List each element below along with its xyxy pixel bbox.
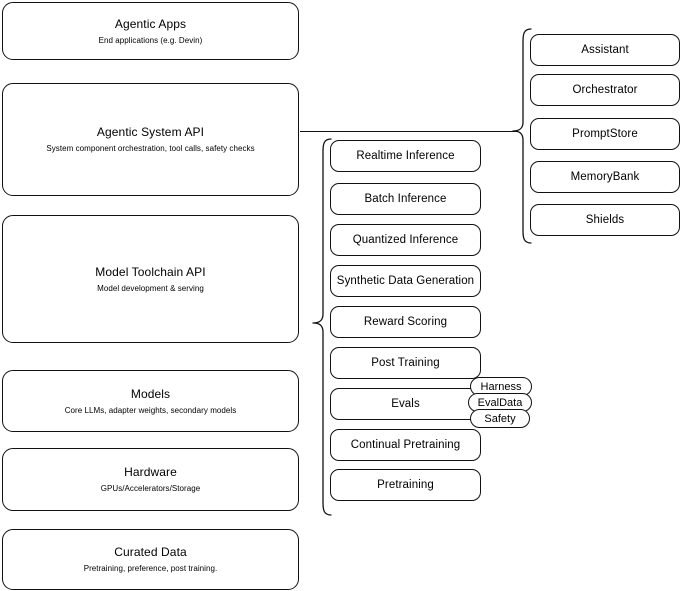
layer-curated-data: Curated Data Pretraining, preference, po… bbox=[2, 529, 299, 590]
component-memorybank[interactable]: MemoryBank bbox=[530, 161, 680, 193]
layer-hardware: Hardware GPUs/Accelerators/Storage bbox=[2, 448, 299, 511]
layer-agentic-system-api: Agentic System API System component orch… bbox=[2, 83, 299, 196]
component-label: Orchestrator bbox=[572, 84, 638, 96]
component-shields[interactable]: Shields bbox=[530, 204, 680, 236]
capability-realtime-inference[interactable]: Realtime Inference bbox=[330, 140, 481, 172]
capability-label: Evals bbox=[391, 398, 420, 410]
brace-system-components bbox=[512, 28, 532, 244]
capability-post-training[interactable]: Post Training bbox=[330, 347, 481, 379]
layer-subtitle: End applications (e.g. Devin) bbox=[98, 35, 203, 45]
component-orchestrator[interactable]: Orchestrator bbox=[530, 74, 680, 106]
layer-model-toolchain-api: Model Toolchain API Model development & … bbox=[2, 215, 299, 343]
eval-badge-evaldata[interactable]: EvalData bbox=[468, 393, 532, 412]
brace-toolchain-capabilities bbox=[312, 138, 332, 516]
capability-batch-inference[interactable]: Batch Inference bbox=[330, 183, 481, 215]
layer-agentic-apps: Agentic Apps End applications (e.g. Devi… bbox=[2, 2, 299, 60]
capability-label: Synthetic Data Generation bbox=[336, 275, 475, 287]
layer-subtitle: System component orchestration, tool cal… bbox=[46, 144, 255, 153]
layer-title: Agentic System API bbox=[96, 125, 205, 139]
capability-label: Reward Scoring bbox=[363, 316, 448, 328]
eval-badge-safety[interactable]: Safety bbox=[470, 409, 530, 428]
capability-synthetic-data-generation[interactable]: Synthetic Data Generation bbox=[330, 265, 481, 297]
eval-badge-label: EvalData bbox=[477, 396, 523, 409]
component-promptstore[interactable]: PromptStore bbox=[530, 118, 680, 150]
connector-line-system-api-to-components bbox=[300, 131, 518, 133]
capability-continual-pretraining[interactable]: Continual Pretraining bbox=[330, 429, 481, 461]
capability-label: Quantized Inference bbox=[352, 234, 459, 246]
layer-title: Agentic Apps bbox=[114, 16, 187, 31]
component-label: PromptStore bbox=[572, 128, 638, 140]
layer-models: Models Core LLMs, adapter weights, secon… bbox=[2, 370, 299, 432]
layer-title: Model Toolchain API bbox=[95, 264, 206, 279]
capability-evals[interactable]: Evals bbox=[330, 388, 481, 420]
capability-label: Pretraining bbox=[377, 479, 434, 491]
eval-badge-label: Safety bbox=[484, 412, 516, 425]
capability-label: Post Training bbox=[371, 357, 440, 369]
layer-title: Hardware bbox=[124, 465, 177, 479]
layer-title: Curated Data bbox=[114, 545, 187, 559]
layer-subtitle: Model development & serving bbox=[97, 283, 204, 293]
capability-reward-scoring[interactable]: Reward Scoring bbox=[330, 306, 481, 338]
capability-pretraining[interactable]: Pretraining bbox=[330, 469, 481, 501]
layer-subtitle: GPUs/Accelerators/Storage bbox=[100, 484, 201, 493]
component-label: MemoryBank bbox=[570, 171, 640, 183]
capability-label: Realtime Inference bbox=[356, 150, 455, 162]
capability-label: Batch Inference bbox=[364, 193, 447, 205]
eval-badge-label: Harness bbox=[480, 380, 522, 393]
component-label: Assistant bbox=[581, 44, 629, 56]
layer-subtitle: Core LLMs, adapter weights, secondary mo… bbox=[64, 405, 237, 415]
component-label: Shields bbox=[585, 214, 625, 226]
component-assistant[interactable]: Assistant bbox=[530, 34, 680, 66]
capability-quantized-inference[interactable]: Quantized Inference bbox=[330, 224, 481, 256]
capability-label: Continual Pretraining bbox=[350, 439, 461, 451]
layer-title: Models bbox=[130, 386, 171, 401]
layer-subtitle: Pretraining, preference, post training. bbox=[83, 564, 218, 573]
